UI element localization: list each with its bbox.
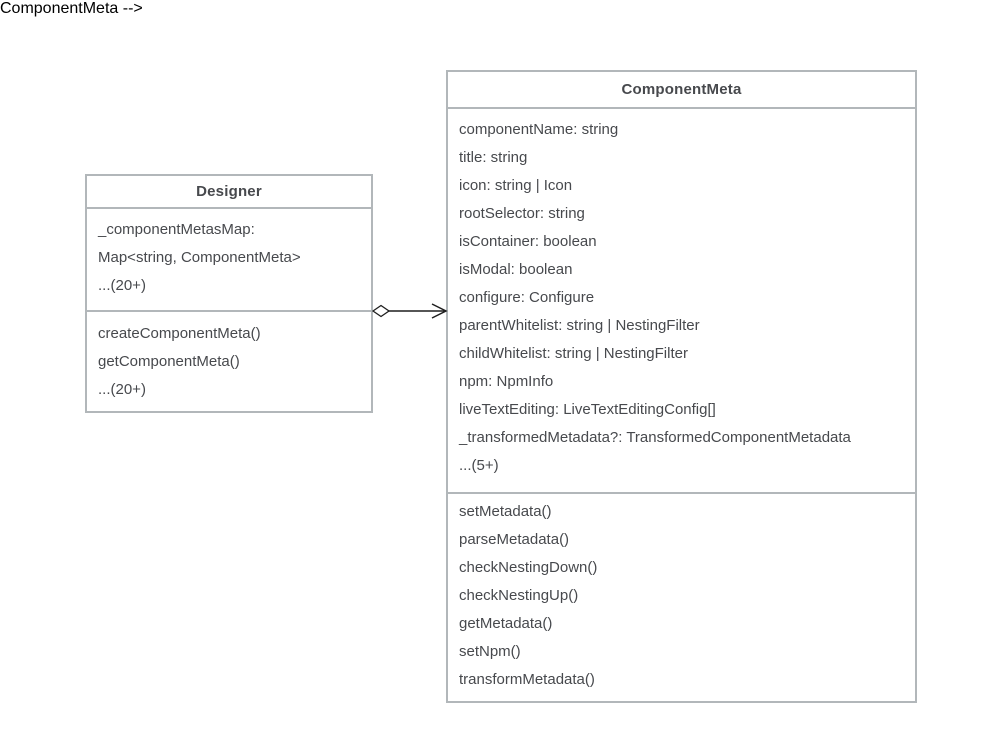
attribute-row: icon: string | Icon bbox=[459, 177, 573, 194]
designer-methods-compartment: createComponentMeta() getComponentMeta().… bbox=[87, 312, 371, 411]
attribute-row: configure: Configure bbox=[459, 289, 595, 306]
attribute-row: childWhitelist: string | NestingFilter bbox=[459, 345, 688, 362]
method-row: createComponentMeta() bbox=[98, 325, 261, 342]
class-title-componentmeta: ComponentMeta bbox=[448, 72, 915, 109]
method-row: ...(20+) bbox=[98, 381, 146, 398]
attribute-row: rootSelector: string bbox=[459, 205, 585, 222]
attribute-row: parentWhitelist: string | NestingFilter bbox=[459, 317, 700, 334]
attribute-row: title: string bbox=[459, 149, 528, 166]
class-title-designer: Designer bbox=[87, 176, 371, 209]
method-row: getComponentMeta() bbox=[98, 353, 240, 370]
attribute-row: _transformedMetadata?: TransformedCompon… bbox=[459, 429, 851, 446]
attribute-row: npm: NpmInfo bbox=[459, 373, 554, 390]
class-node-componentmeta: ComponentMeta componentName: string title… bbox=[446, 70, 917, 703]
componentmeta-attributes-compartment: componentName: string title: string icon: … bbox=[448, 109, 915, 494]
attribute-row: Map<string, ComponentMeta> bbox=[98, 249, 301, 266]
attribute-row: componentName: string bbox=[459, 121, 619, 138]
designer-attributes-compartment: _componentMetasMap: Map<string, Component… bbox=[87, 209, 371, 312]
method-row: checkNestingUp() bbox=[459, 587, 579, 604]
open-arrowhead-icon bbox=[431, 303, 448, 319]
aggregation-connector bbox=[371, 303, 448, 319]
method-row: parseMetadata() bbox=[459, 531, 570, 548]
method-row: setNpm() bbox=[459, 643, 521, 660]
attribute-row: isModal: boolean bbox=[459, 261, 573, 278]
method-row: transformMetadata() bbox=[459, 671, 595, 688]
class-node-designer: Designer _componentMetasMap: Map<string, … bbox=[85, 174, 373, 413]
method-row: checkNestingDown() bbox=[459, 559, 598, 576]
attribute-row: liveTextEditing: LiveTextEditingConfig[] bbox=[459, 401, 716, 418]
method-row: getMetadata() bbox=[459, 615, 553, 632]
attribute-row: ...(20+) bbox=[98, 277, 146, 294]
attribute-row: ...(5+) bbox=[459, 457, 499, 474]
attribute-row: isContainer: boolean bbox=[459, 233, 597, 250]
componentmeta-methods-compartment: setMetadata() parseMetadata() checkNesting… bbox=[448, 494, 915, 703]
method-row: setMetadata() bbox=[459, 503, 552, 520]
hollow-diamond-icon bbox=[371, 304, 391, 318]
attribute-row: _componentMetasMap: bbox=[98, 221, 255, 238]
